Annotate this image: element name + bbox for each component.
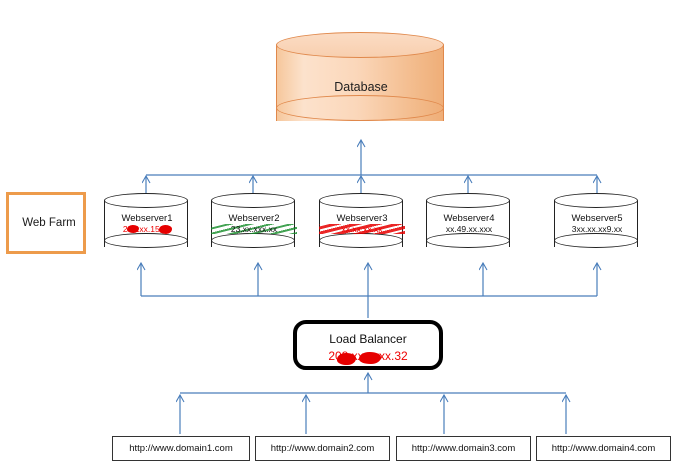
- server-cylinder-bottom: [554, 233, 638, 248]
- domain-url-label: http://www.domain4.com: [551, 443, 656, 454]
- server-name-label: Webserver5: [571, 213, 623, 224]
- server-cylinder-top: [554, 193, 638, 208]
- webserver-node-4[interactable]: Webserver4 xx.49.xx.xxx: [426, 193, 512, 255]
- web-farm-box[interactable]: Web Farm: [6, 192, 86, 254]
- redaction-blot-icon: [359, 352, 381, 364]
- server-cylinder-top: [426, 193, 510, 208]
- server-cylinder-bottom: [104, 233, 188, 248]
- server-name-label: Webserver3: [336, 213, 388, 224]
- server-ip-label: xx.xx.xx.xx: [319, 224, 405, 234]
- server-ip-label: 23.xx.xxx.xx: [211, 224, 297, 234]
- webserver-node-5[interactable]: Webserver5 3xx.xx.xx9.xx: [554, 193, 640, 255]
- database-node[interactable]: Database: [276, 32, 446, 134]
- server-name-label: Webserver1: [121, 213, 173, 224]
- server-cylinder-bottom: [319, 233, 403, 248]
- domain-box-2[interactable]: http://www.domain2.com: [255, 436, 390, 461]
- server-cylinder-bottom: [211, 233, 295, 248]
- domain-url-label: http://www.domain2.com: [270, 443, 375, 454]
- load-balancer-node[interactable]: Load Balancer 208.xxx.xxx.32: [293, 320, 443, 370]
- redaction-blot-icon: [337, 353, 356, 365]
- database-label: Database: [334, 80, 388, 94]
- redaction-blot-icon: [127, 225, 139, 233]
- server-name-label: Webserver2: [228, 213, 280, 224]
- server-ip-label: 3xx.xx.xx9.xx: [571, 224, 623, 234]
- domain-box-1[interactable]: http://www.domain1.com: [112, 436, 250, 461]
- web-farm-label: Web Farm: [22, 217, 76, 229]
- server-ip-label: 23.1xx.159.x: [122, 224, 172, 234]
- webserver-node-1[interactable]: Webserver1 23.1xx.159.x: [104, 193, 190, 255]
- load-balancer-label: Load Balancer: [329, 332, 407, 346]
- redaction-blot-icon: [159, 225, 172, 234]
- server-cylinder-top: [211, 193, 295, 208]
- webserver-node-2[interactable]: Webserver2 23.xx.xxx.xx: [211, 193, 297, 255]
- database-cylinder-bottom: [276, 95, 444, 121]
- domain-box-3[interactable]: http://www.domain3.com: [396, 436, 531, 461]
- domain-url-label: http://www.domain1.com: [129, 443, 233, 454]
- domain-url-label: http://www.domain3.com: [411, 443, 516, 454]
- server-cylinder-top: [319, 193, 403, 208]
- server-cylinder-bottom: [426, 233, 510, 248]
- domain-box-4[interactable]: http://www.domain4.com: [536, 436, 671, 461]
- webserver-node-3[interactable]: Webserver3 xx.xx.xx.xx: [319, 193, 405, 255]
- database-cylinder-top: [276, 32, 444, 58]
- server-name-label: Webserver4: [443, 213, 495, 224]
- server-cylinder-top: [104, 193, 188, 208]
- server-ip-label: xx.49.xx.xxx: [445, 224, 493, 234]
